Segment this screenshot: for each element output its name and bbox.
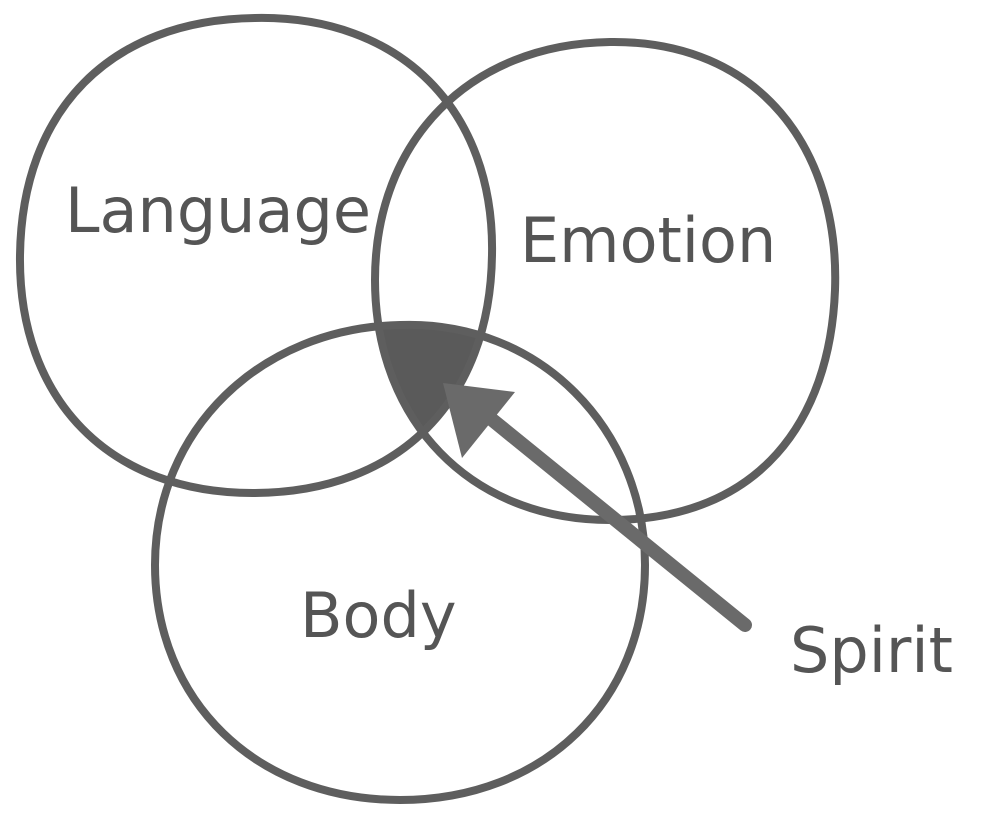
arrow-head-icon [443, 383, 515, 458]
circle-language [15, 13, 497, 498]
label-language: Language [65, 174, 371, 247]
arrow-shaft [483, 411, 752, 632]
label-body: Body [300, 579, 457, 652]
spirit-arrow [443, 383, 752, 632]
circle-body [151, 320, 649, 804]
circle-emotion [371, 37, 840, 524]
label-spirit: Spirit [790, 614, 953, 687]
label-emotion: Emotion [520, 204, 776, 277]
